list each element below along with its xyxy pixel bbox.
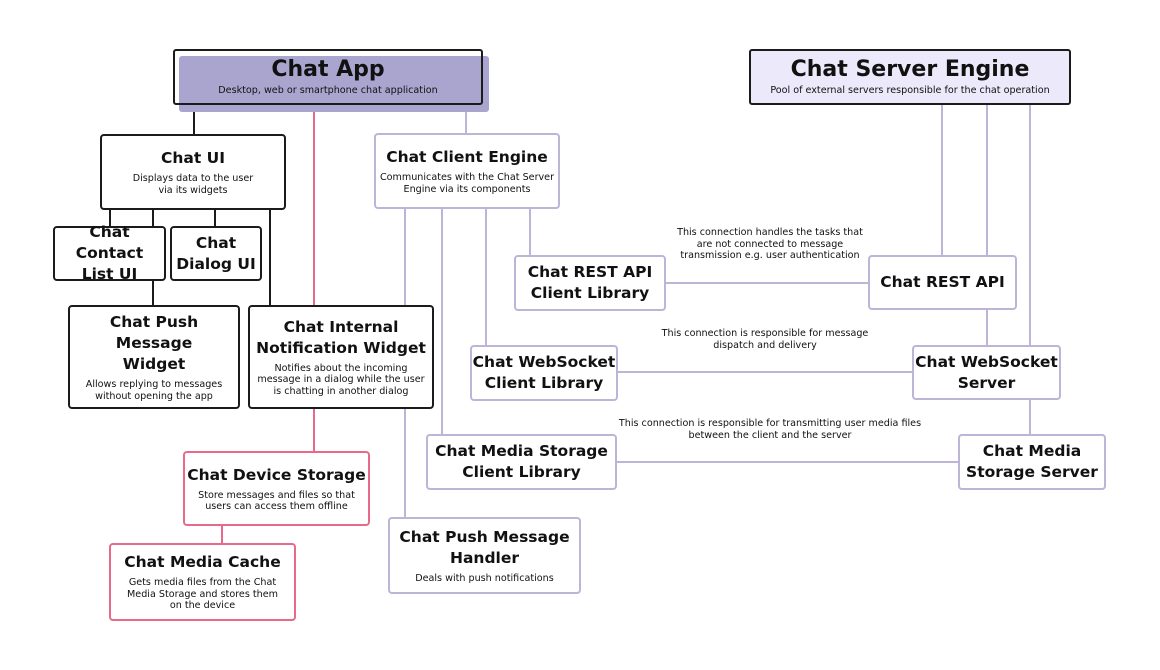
chat-websocket-client-library-node: Chat WebSocket Client Library: [470, 345, 618, 401]
chat-dialog-ui-title: Chat Dialog UI: [176, 233, 256, 273]
chat-rest-api-server-node: Chat REST API: [868, 255, 1017, 310]
chat-app-desc: Desktop, web or smartphone chat applicat…: [218, 85, 438, 97]
chat-device-storage-node: Chat Device Storage Store messages and f…: [183, 451, 370, 526]
chat-device-storage-desc: Store messages and files so that users c…: [198, 489, 355, 513]
chat-ui-title: Chat UI: [160, 149, 226, 167]
chat-app-header-fill: [179, 56, 489, 112]
chat-media-storage-server-node: Chat Media Storage Server: [958, 434, 1106, 490]
chat-internal-notification-widget-node: Chat Internal Notification Widget Notifi…: [248, 305, 434, 409]
chat-dialog-ui-node: Chat Dialog UI: [170, 226, 262, 281]
chat-rest-api-client-library-node: Chat REST API Client Library: [514, 255, 666, 311]
chat-server-engine-desc: Pool of external servers responsible for…: [770, 85, 1050, 97]
chat-push-message-widget-desc: Allows replying to messages without open…: [85, 379, 223, 402]
chat-media-cache-node: Chat Media Cache Gets media files from t…: [109, 543, 296, 621]
chat-push-message-handler-node: Chat Push Message Handler Deals with pus…: [388, 517, 581, 594]
chat-rest-api-server-title: Chat REST API: [880, 273, 1005, 291]
chat-push-message-handler-title: Chat Push Message Handler: [399, 527, 570, 567]
chat-websocket-server-node: Chat WebSocket Server: [912, 345, 1061, 400]
chat-client-engine-node: Chat Client Engine Communicates with the…: [374, 133, 560, 209]
chat-media-storage-client-library-title: Chat Media Storage Client Library: [435, 442, 608, 481]
chat-websocket-client-library-title: Chat WebSocket Client Library: [472, 353, 616, 392]
chat-app-header: Chat App Desktop, web or smartphone chat…: [173, 49, 483, 105]
media-connection-note: This connection is responsible for trans…: [618, 418, 922, 441]
chat-push-message-widget-node: Chat Push Message Widget Allows replying…: [68, 305, 240, 409]
chat-media-storage-server-title: Chat Media Storage Server: [966, 442, 1098, 481]
chat-media-cache-title: Chat Media Cache: [124, 553, 281, 572]
chat-push-message-handler-desc: Deals with push notifications: [415, 572, 554, 584]
chat-device-storage-title: Chat Device Storage: [187, 465, 366, 484]
chat-contact-list-ui-title: Chat Contact List UI: [75, 223, 144, 283]
chat-internal-notification-widget-title: Chat Internal Notification Widget: [256, 317, 426, 357]
chat-push-message-widget-title: Chat Push Message Widget: [109, 313, 199, 373]
chat-media-cache-desc: Gets media files from the Chat Media Sto…: [127, 577, 278, 612]
chat-websocket-server-title: Chat WebSocket Server: [915, 352, 1058, 392]
chat-rest-api-client-library-title: Chat REST API Client Library: [527, 263, 653, 302]
chat-ui-desc: Displays data to the user via its widget…: [132, 173, 254, 196]
chat-contact-list-ui-node: Chat Contact List UI: [53, 223, 166, 283]
websocket-connection-note: This connection is responsible for messa…: [661, 328, 869, 351]
chat-internal-notification-widget-desc: Notifies about the incoming message in a…: [257, 362, 425, 397]
chat-media-storage-client-library-node: Chat Media Storage Client Library: [426, 434, 617, 490]
chat-client-engine-desc: Communicates with the Chat Server Engine…: [379, 172, 555, 195]
chat-server-engine-title: Chat Server Engine: [790, 57, 1030, 83]
chat-ui-node: Chat UI Displays data to the user via it…: [100, 134, 286, 210]
chat-app-title: Chat App: [271, 57, 385, 83]
chat-server-engine-header: Chat Server Engine Pool of external serv…: [749, 49, 1071, 105]
chat-client-engine-title: Chat Client Engine: [386, 148, 548, 166]
rest-connection-note: This connection handles the tasks that a…: [677, 227, 863, 261]
